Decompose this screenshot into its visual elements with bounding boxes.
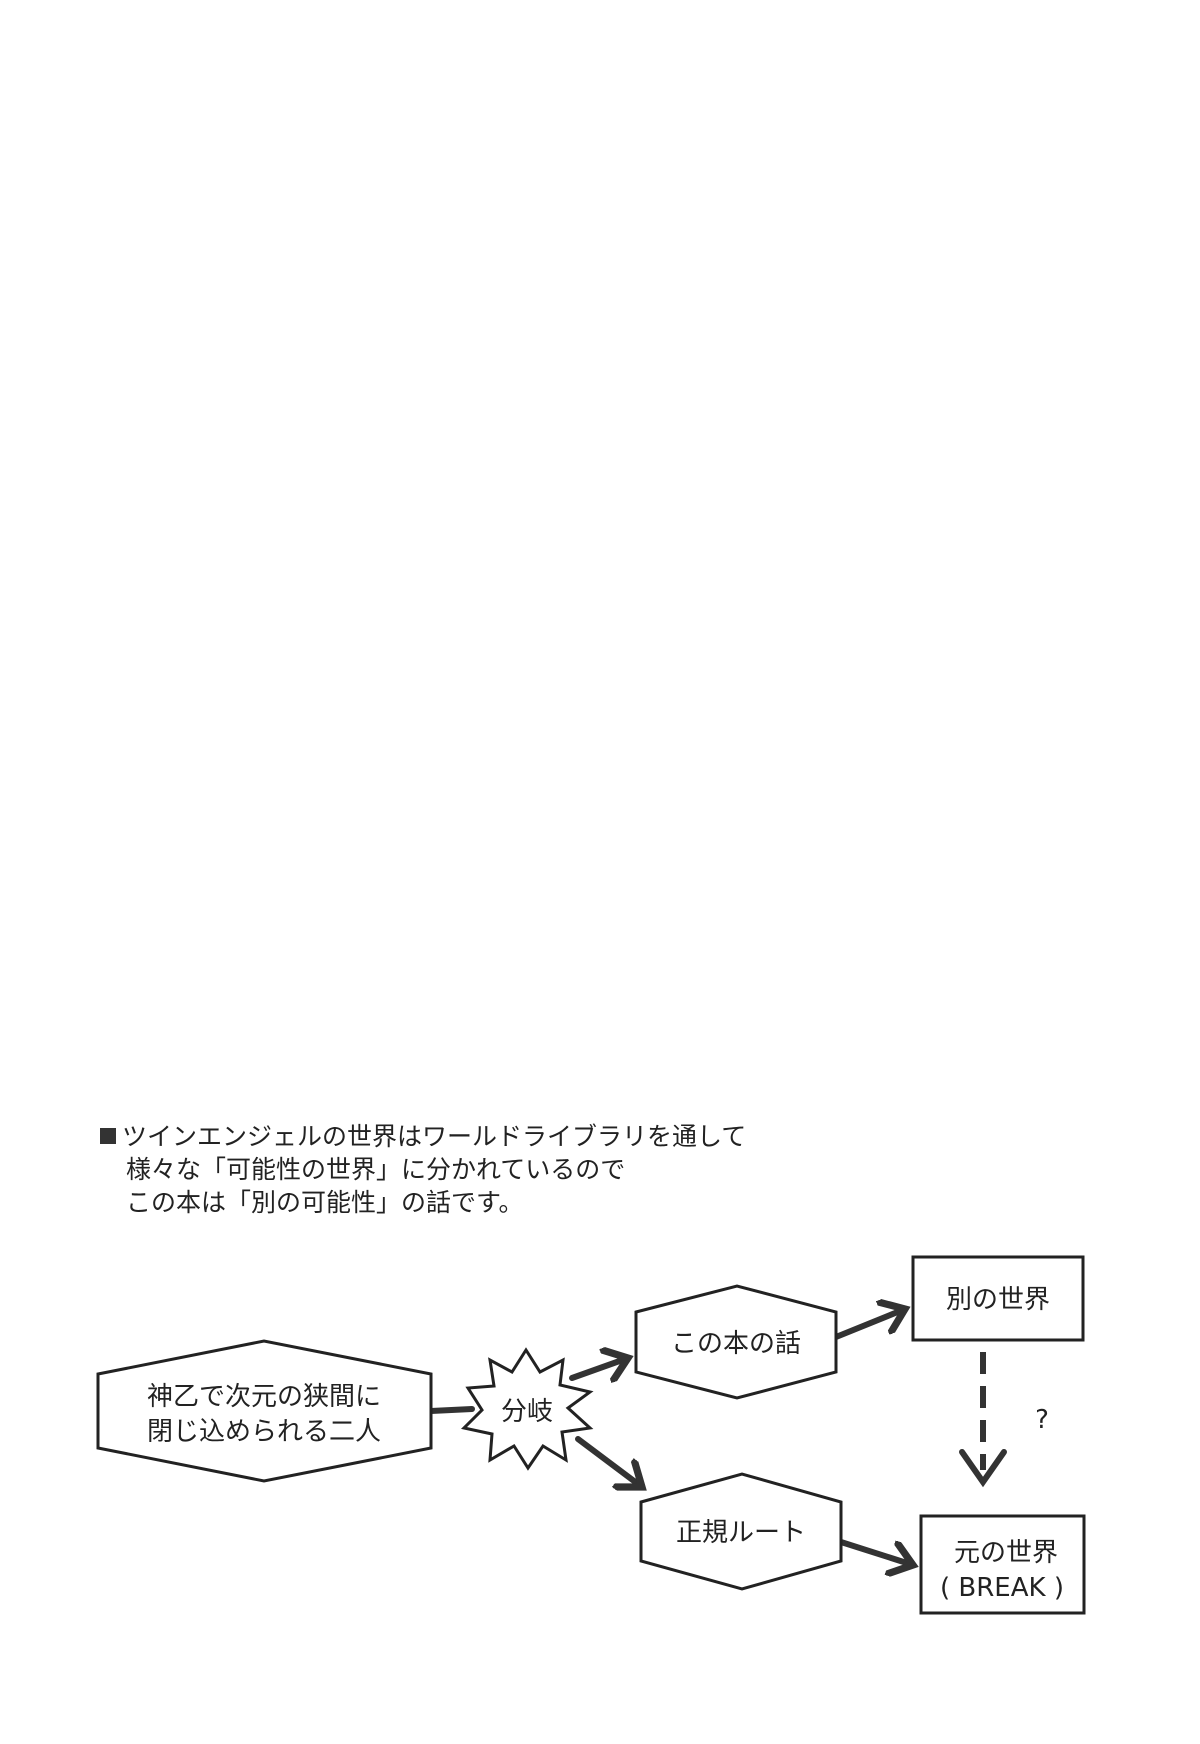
- original-world-sublabel: ( BREAK ): [940, 1573, 1064, 1603]
- start-node-line-2: 閉じ込められる二人: [147, 1417, 381, 1447]
- intro-line-1: ツインエンジェルの世界はワールドライブラリを通して: [100, 1120, 746, 1153]
- this-book-label: この本の話: [671, 1329, 801, 1359]
- dashed-arrow-head: [959, 1449, 1007, 1488]
- other-world-label: 別の世界: [946, 1285, 1050, 1315]
- start-node-hexagon: [96, 1339, 433, 1483]
- arrow-branch-to-canon: [575, 1436, 642, 1487]
- arrow-branch-to-this-book: [569, 1358, 628, 1378]
- original-world-box: [919, 1514, 1086, 1615]
- branch-burst: [460, 1347, 594, 1471]
- original-world-label: 元の世界: [954, 1538, 1058, 1568]
- intro-line-2: 様々な「可能性の世界」に分かれているので: [126, 1155, 626, 1184]
- arrow-this-book-to-other-world: [833, 1309, 905, 1340]
- intro-text: ツインエンジェルの世界はワールドライブラリを通して 様々な「可能性の世界」に分か…: [100, 1120, 746, 1219]
- other-world-box: [911, 1255, 1085, 1342]
- canon-route-label: 正規ルート: [676, 1518, 806, 1548]
- start-node-line-1: 神乙で次元の狭間に: [147, 1382, 381, 1412]
- this-book-hexagon: [634, 1284, 838, 1400]
- connector-start-branch: [428, 1406, 475, 1414]
- bullet-square-icon: [100, 1128, 116, 1144]
- branch-label: 分岐: [501, 1397, 553, 1427]
- intro-line-3: この本は「別の可能性」の話です。: [126, 1188, 524, 1217]
- arrow-canon-to-original-world: [838, 1539, 913, 1565]
- question-mark: ?: [1035, 1405, 1049, 1435]
- canon-route-hexagon: [639, 1472, 843, 1591]
- intro-line-1-text: ツインエンジェルの世界はワールドライブラリを通して: [122, 1122, 747, 1151]
